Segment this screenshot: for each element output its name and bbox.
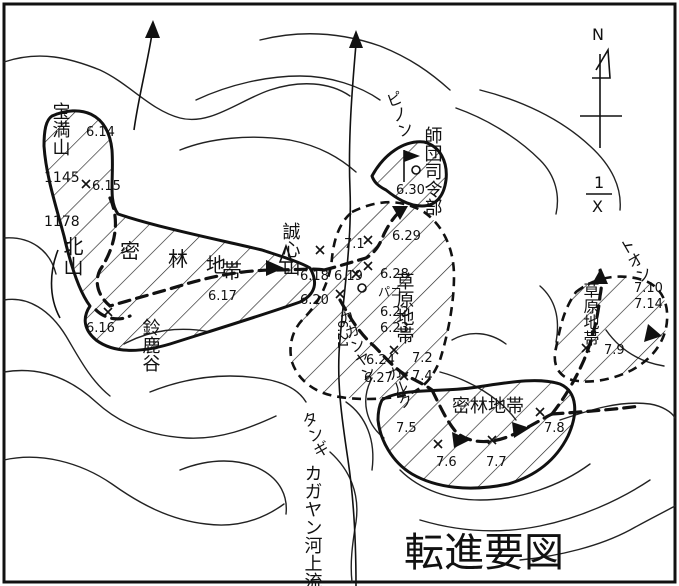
date-label: 6.17 xyxy=(208,289,237,304)
label-seishin-zan: 誠心山 xyxy=(280,222,301,276)
march-markers xyxy=(81,165,591,449)
grassland-zone-east xyxy=(553,275,669,383)
scale-numerator: 1 xyxy=(594,173,604,192)
zone-sougen-east: 草原地帯 xyxy=(581,282,600,346)
date-label: 6.28 xyxy=(380,267,409,282)
hq-hill xyxy=(370,140,448,208)
zone-mitsurin-east: 密林地帯 xyxy=(452,396,524,417)
label-elev-1145: 1145 xyxy=(44,170,80,186)
zone-sougen-center: 草原地帯 xyxy=(394,272,415,344)
route-south xyxy=(338,298,434,392)
date-label: 7.1 xyxy=(344,237,365,252)
compass-north-label: N xyxy=(592,25,604,44)
date-label: 6.30 xyxy=(396,183,425,198)
date-label: 6.18 xyxy=(300,269,329,284)
date-label: 6.24 xyxy=(366,353,395,368)
zone-labels: 密 林 地 帯 密林地帯 草原地帯 草原地帯 xyxy=(120,239,600,417)
date-label: 6.29 xyxy=(392,229,421,244)
label-shidan-shireibu: 師団司令部 xyxy=(422,126,443,216)
march-route xyxy=(94,196,662,448)
scale-denominator: X xyxy=(592,197,603,216)
date-label: 6.20 xyxy=(300,293,329,308)
label-pinon: ピノン xyxy=(381,89,415,141)
zone-mitsurin-west-0: 密 xyxy=(120,239,140,263)
date-label: 7.4 xyxy=(412,369,433,384)
hq-flag-icon xyxy=(403,150,420,182)
label-elev-1178: 1178 xyxy=(44,214,80,230)
label-tangi: タンギ xyxy=(297,409,331,461)
forest-zone-west xyxy=(42,109,317,352)
forest-zone-east xyxy=(376,379,577,490)
map-title: 転進要図 xyxy=(404,530,564,576)
date-label: 6.14 xyxy=(86,125,115,140)
date-label: 6.23 xyxy=(380,321,409,336)
zone-mitsurin-west-2: 地 xyxy=(206,253,226,277)
date-label: 6.21 xyxy=(334,320,349,349)
route-center xyxy=(322,206,406,272)
grassland-zone-center xyxy=(289,200,456,401)
date-label: 7.8 xyxy=(544,421,565,436)
label-houteki-san: 宝満山 xyxy=(50,102,71,156)
date-label: 7.9 xyxy=(604,343,625,358)
date-label: 6.16 xyxy=(86,321,115,336)
route-north-east xyxy=(550,268,604,416)
label-kakayan-river: カガヤン河上流 xyxy=(302,464,323,586)
zone-mitsurin-west-3: 帯 xyxy=(222,259,242,283)
label-hokuzan: 北山 xyxy=(60,236,84,276)
date-label: 7.2 xyxy=(412,351,433,366)
date-label: 7.5 xyxy=(396,421,417,436)
date-label: 7.7 xyxy=(486,455,507,470)
date-label: 7.14 xyxy=(634,297,663,312)
date-label: 6.27 xyxy=(364,371,393,386)
label-pako: パコ xyxy=(378,285,402,299)
date-label: 7.6 xyxy=(436,455,457,470)
date-label: 6.19 xyxy=(334,269,363,284)
route-return xyxy=(550,404,642,416)
date-label: 6.15 xyxy=(92,179,121,194)
date-label: 7.10 xyxy=(634,281,663,296)
route-west-branch xyxy=(94,308,132,321)
date-label: 6.22 xyxy=(380,305,409,320)
march-dates: 6.14 6.15 6.16 6.17 6.18 6.19 6.20 6.21 … xyxy=(86,125,663,470)
route-east xyxy=(430,388,554,444)
compass: N xyxy=(580,25,622,148)
label-suzuka-dani: 鈴鹿谷 xyxy=(140,318,161,372)
map-scale: 1 X xyxy=(586,173,612,216)
zone-mitsurin-west-1: 林 xyxy=(168,247,188,271)
